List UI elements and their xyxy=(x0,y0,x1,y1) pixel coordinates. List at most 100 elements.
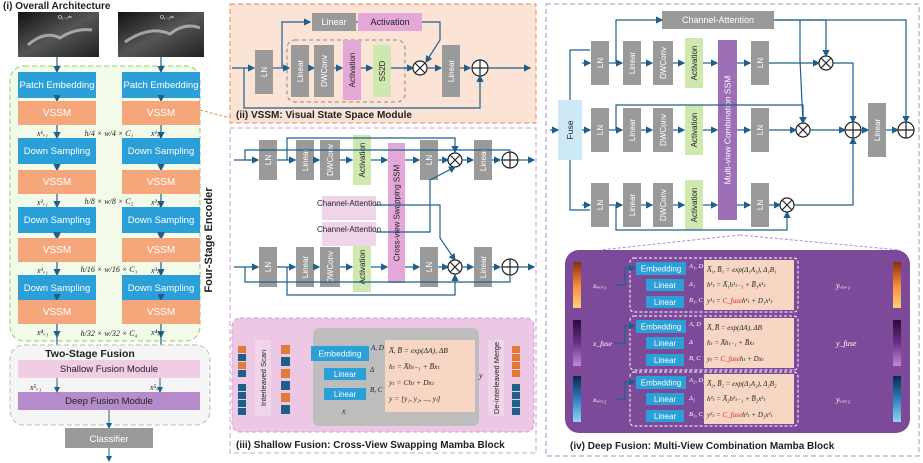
dp-ln2-b-label: LN xyxy=(756,200,765,210)
vssm-r1-box xyxy=(122,170,200,194)
sh-seq-token-5 xyxy=(281,405,290,414)
vssm-dwconv-box xyxy=(314,45,334,97)
dp-out-token-v2 xyxy=(893,376,901,422)
vssm-linear2-label: Linear xyxy=(447,60,456,83)
dp-d-v2: Δ₂ xyxy=(688,395,696,402)
sh-seq-token-4 xyxy=(281,393,290,402)
dp-callout-l xyxy=(599,234,741,251)
sh-seq-token-0 xyxy=(281,345,290,354)
sh-linear-b-label: Linear xyxy=(334,390,357,399)
dp-y-v2: yᵥᵢₑᵥ₂ xyxy=(835,395,850,404)
dp-in-token-f xyxy=(573,320,581,366)
dp-xin-v2 xyxy=(615,378,637,400)
dp-eq-box-v2 xyxy=(704,374,794,424)
vssm-l2-label: VSSM xyxy=(43,245,71,256)
vssm-r3-label: VSSM xyxy=(147,307,175,318)
dp-dwconv-t-box xyxy=(653,41,673,85)
vssm-r2-label: VSSM xyxy=(147,245,175,256)
dp-eq2-f: hₜ = A̅hₜ₋₁ + B̅xₜ xyxy=(707,339,755,347)
dp-ob-op xyxy=(794,136,857,206)
dp-linear-out-box xyxy=(868,103,886,157)
dp-channel-attention-label: Channel-Attention xyxy=(682,15,754,25)
dp-linear-m-label: Linear xyxy=(628,119,637,142)
two-stage-fusion-label: Two-Stage Fusion xyxy=(45,348,135,360)
sh-bot-gate xyxy=(286,267,459,296)
sh-linear2-top-label: Linear xyxy=(479,149,488,172)
dp-ad-v1: A₁, D₁ xyxy=(688,263,705,270)
down-sampling-l2-label: Down Sampling xyxy=(24,283,91,294)
sh-ssm-box xyxy=(388,143,405,283)
dp-callout-r xyxy=(739,234,901,251)
down-sampling-r1-label: Down Sampling xyxy=(128,215,195,226)
dp-x-f: x_fuse xyxy=(592,339,613,348)
dp-x-v1: xᵥᵢₑᵥ₁ xyxy=(592,281,607,290)
dp-ssm-label: Multi-view Combination SSM xyxy=(723,76,733,185)
vssm-l1-label: VSSM xyxy=(43,177,71,188)
sh-seq-token-2 xyxy=(281,369,290,378)
dp-lin-b-v1-box xyxy=(646,296,684,308)
dp-gate-b xyxy=(615,205,791,231)
xray-label-right: O₁₋₂ᵈᵉ xyxy=(160,15,174,21)
dp-eq-box-f xyxy=(704,318,794,368)
dp-ln-m-box xyxy=(591,108,609,152)
deep-fusion-module-box xyxy=(18,392,200,410)
sh-out-token-b1 xyxy=(512,392,520,399)
vssm-l3-label: VSSM xyxy=(43,307,71,318)
dp-eq3-v1: y¹ₜ = C_fuseh¹ₜ + D₁x¹ₜ xyxy=(706,297,774,305)
feat-l2: x³ᵥ₁ xyxy=(36,266,48,275)
dim-label-0: h/4 × w/4 × C₁ xyxy=(85,129,134,138)
dp-activation-t-box xyxy=(685,38,703,88)
sh-ln2-bot-box xyxy=(420,247,438,287)
dp-embed-f-label: Embedding xyxy=(641,323,681,332)
xray-label-left: O₁₋₁ᵈᵉ xyxy=(58,15,72,21)
deep-fusion-module-label: Deep Fusion Module xyxy=(65,396,153,407)
dp-ln2-t-box xyxy=(751,41,769,85)
sh-linear-bot-label: Linear xyxy=(301,256,310,279)
dp-lin-a-f-label: Linear xyxy=(654,339,677,348)
sh-interleaved-scan-box xyxy=(255,340,271,416)
feat-l0: x¹ᵥ₁ xyxy=(36,129,48,138)
dp-activation-m-box xyxy=(685,105,703,155)
vssm-top-linear-box xyxy=(312,13,356,31)
sh-delta: Δ xyxy=(369,366,374,374)
vssm-linear2-box xyxy=(442,45,460,97)
sh-ad: A, D xyxy=(370,344,384,352)
sh-ca-cross1 xyxy=(376,204,456,261)
vssm-l3-box xyxy=(18,300,96,324)
vssm-top-activation-label: Activation xyxy=(370,17,409,27)
down-sampling-r0-label: Down Sampling xyxy=(128,146,195,157)
dp-dwconv-t-label: DWConv xyxy=(659,47,668,79)
dp-y-f: y_fuse xyxy=(835,339,857,348)
classifier-label: Classifier xyxy=(89,434,128,445)
vssm-gate xyxy=(422,21,441,64)
sh-oplus-bot-plus xyxy=(502,259,518,275)
xray-image-left xyxy=(18,12,99,57)
feat-l3: x⁴ᵥ₁ xyxy=(36,328,49,337)
sh-bot-res xyxy=(244,267,511,283)
sh-ca-top-label: Channel-Attention xyxy=(317,199,381,208)
vssm-linear1-label: Linear xyxy=(296,60,305,83)
sh-deinterleaved-label: De-interleaved Merge xyxy=(492,342,501,414)
dp-linear-b-label: Linear xyxy=(628,194,637,217)
dp-eq1-f: A̅, B̅ = exp(ΔA), ΔB xyxy=(706,324,763,332)
dp-eq2-v2: h²ₜ = A̅₂h²ₜ₋₁ + B̅₂x²ₜ xyxy=(707,395,766,403)
sh-token-0 xyxy=(238,346,246,353)
sh-activation-top-box xyxy=(353,135,371,185)
xray-hand-right xyxy=(124,24,201,44)
dp-channel-attention-box xyxy=(662,11,774,29)
dp-lin-b-f-box xyxy=(646,354,684,366)
sh-ln-bot-label: LN xyxy=(264,262,273,272)
dp-dashed-v2 xyxy=(629,371,799,427)
dp-fuse-b xyxy=(569,160,590,211)
dp-lin-a-f-box xyxy=(646,337,684,349)
sh-otimes-top-x xyxy=(449,154,461,166)
dp-oplus-2-plus xyxy=(898,122,914,138)
vssm-callout-line xyxy=(199,109,231,119)
dp-lin-a-v1-label: Linear xyxy=(654,281,677,290)
dp-fuse-box xyxy=(558,100,582,160)
dp-activation-t-label: Activation xyxy=(690,46,699,81)
sh-embedding-box xyxy=(311,346,369,361)
dp-y-v1: yᵥᵢₑᵥ₁ xyxy=(835,281,850,290)
